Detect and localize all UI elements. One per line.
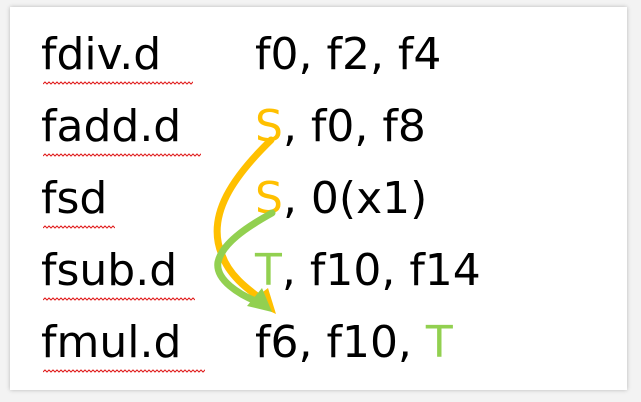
- spellcheck-underline: [43, 153, 201, 157]
- opcode: fdiv.d: [41, 29, 162, 80]
- opcode: fsd: [41, 173, 108, 224]
- operand-text: f6, f10,: [255, 317, 426, 368]
- operands: f0, f2, f4: [255, 25, 441, 85]
- register-t: T: [255, 245, 282, 296]
- operand-text: , f10, f14: [281, 245, 481, 296]
- operand-text: , 0(x1): [282, 173, 428, 224]
- operands: S, 0(x1): [255, 169, 427, 229]
- spellcheck-underline: [43, 297, 195, 301]
- spellcheck-underline: [43, 81, 193, 85]
- operand-text: , f0, f8: [282, 101, 426, 152]
- operands: T, f10, f14: [255, 241, 481, 301]
- operand-text: f0, f2, f4: [255, 29, 442, 80]
- spellcheck-underline: [43, 369, 205, 373]
- register-s: S: [255, 101, 283, 152]
- opcode: fmul.d: [41, 317, 182, 368]
- opcode: fadd.d: [41, 101, 182, 152]
- operands: f6, f10, T: [255, 313, 453, 373]
- register-s: S: [255, 173, 283, 224]
- operands: S, f0, f8: [255, 97, 426, 157]
- opcode: fsub.d: [41, 245, 178, 296]
- spellcheck-underline: [43, 225, 115, 229]
- register-t: T: [425, 317, 453, 368]
